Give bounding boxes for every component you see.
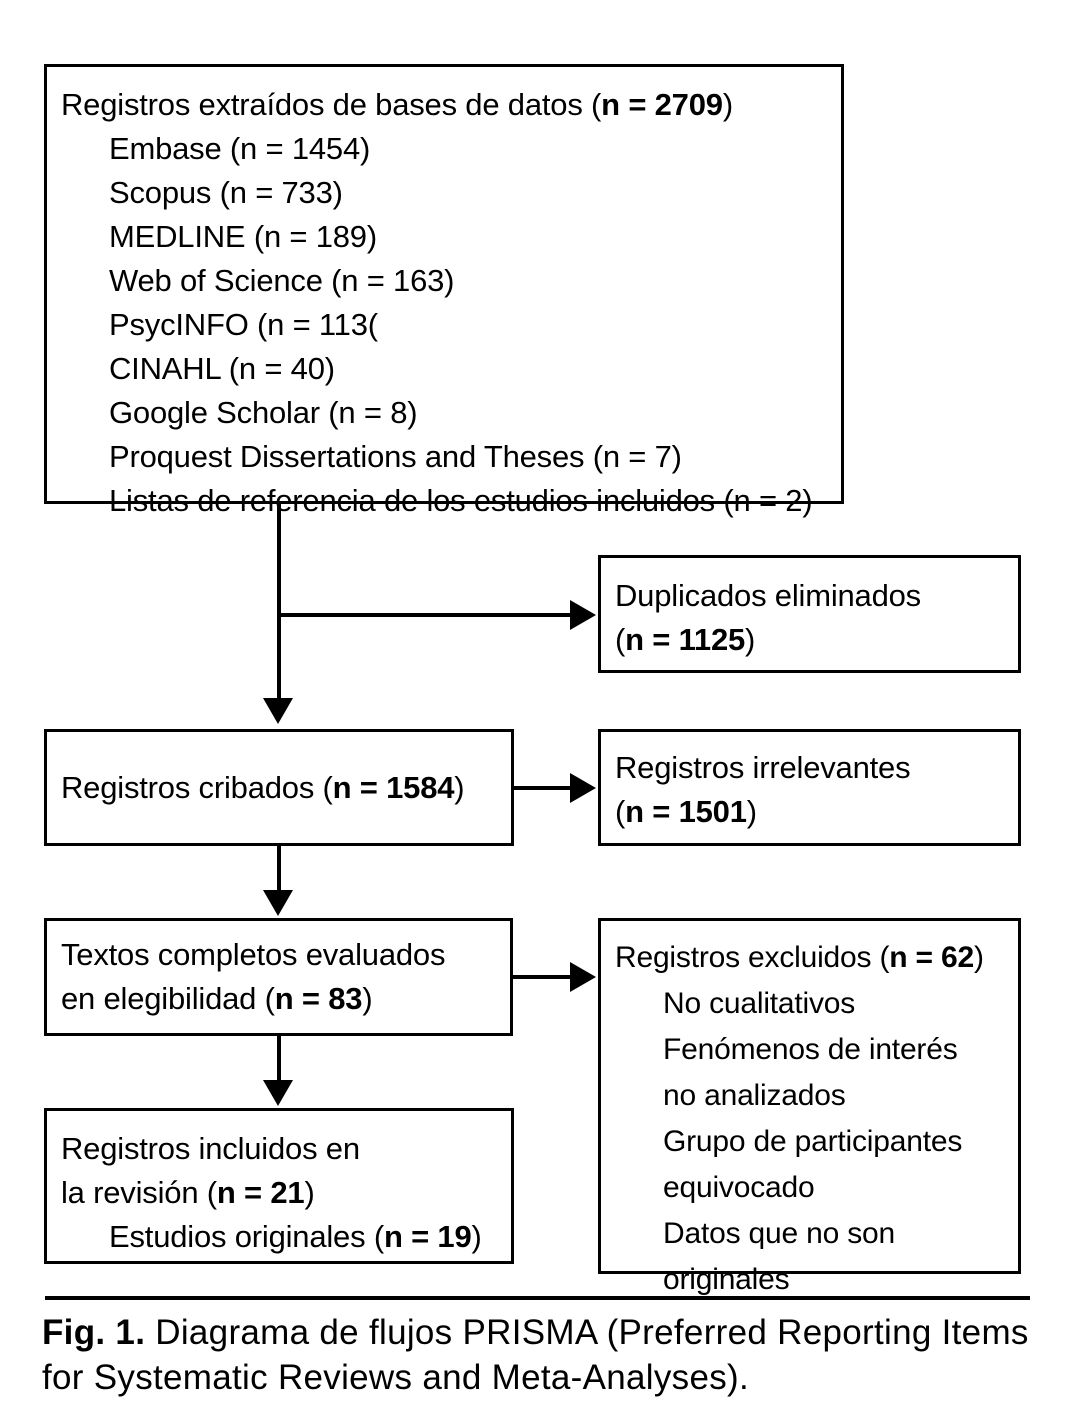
fulltext-count: en elegibilidad (n = 83) (61, 977, 496, 1021)
irrelevant-count: (n = 1501) (615, 790, 1004, 834)
caption-divider (45, 1296, 1030, 1300)
source-item: MEDLINE (n = 189) (109, 219, 377, 254)
box-studies-included: Registros incluidos en la revisión (n = … (44, 1108, 514, 1264)
included-count-open: la revisión ( (61, 1175, 217, 1210)
box-duplicates-removed-content: Duplicados eliminados (n = 1125) (601, 574, 1018, 662)
connector-fulltext-to-excluded-arrow (570, 962, 596, 992)
excluded-reason: originales (663, 1263, 790, 1296)
included-count: la revisión (n = 21) (61, 1171, 497, 1215)
box-records-identified-content: Registros extraídos de bases de datos (n… (47, 83, 841, 523)
included-original-studies-close: ) (471, 1219, 482, 1254)
excluded-reason: no analizados (663, 1079, 846, 1112)
connector-screened-to-irrelevant-arrow (570, 773, 596, 803)
source-item: CINAHL (n = 40) (109, 351, 335, 386)
excluded-reason: equivocado (663, 1171, 815, 1204)
connector-sources-to-screened-line (277, 504, 281, 700)
box-records-screened: Registros cribados (n = 1584) (44, 729, 514, 846)
excluded-reason: No cualitativos (663, 987, 856, 1020)
duplicates-count-close: ) (745, 622, 756, 657)
connector-screened-to-fulltext-line (277, 846, 281, 892)
records-identified-title-count: n = 2709 (601, 87, 723, 122)
duplicates-count-value: n = 1125 (625, 622, 746, 657)
box-irrelevant-records: Registros irrelevantes (n = 1501) (598, 729, 1021, 846)
figure-caption: Fig. 1. Diagrama de flujos PRISMA (Prefe… (42, 1310, 1042, 1400)
irrelevant-label: Registros irrelevantes (615, 750, 911, 785)
connector-fulltext-to-included-arrow (263, 1080, 293, 1106)
connector-screened-to-fulltext-arrow (263, 890, 293, 916)
source-item: Scopus (n = 733) (109, 175, 343, 210)
box-studies-included-content: Registros incluidos en la revisión (n = … (47, 1127, 511, 1259)
connector-fulltext-to-excluded-line (513, 975, 572, 979)
fulltext-count-close: ) (362, 981, 373, 1016)
source-item: PsycINFO (n = 113( (109, 307, 378, 342)
source-item: Proquest Dissertations and Theses (n = 7… (109, 439, 682, 474)
duplicates-count-open: ( (615, 622, 626, 657)
box-excluded-records-content: Registros excluidos (n = 62) No cualitat… (601, 935, 1018, 1303)
records-identified-title-text: Registros extraídos de bases de datos ( (61, 87, 602, 122)
box-excluded-records: Registros excluidos (n = 62) No cualitat… (598, 918, 1021, 1296)
connector-fulltext-to-included-line (277, 1036, 281, 1082)
source-item: Embase (n = 1454) (109, 131, 371, 166)
records-screened-label: Registros cribados ( (61, 770, 333, 805)
duplicates-label: Duplicados eliminados (615, 578, 921, 613)
included-count-close: ) (304, 1175, 315, 1210)
excluded-title-count: n = 62 (889, 941, 974, 974)
records-screened-count: n = 1584 (332, 770, 455, 805)
figure-caption-description: Diagrama de flujos PRISMA (Preferred Rep… (42, 1313, 1029, 1397)
excluded-reason: Datos que no son (663, 1217, 895, 1250)
box-irrelevant-records-content: Registros irrelevantes (n = 1501) (601, 746, 1018, 834)
connector-screened-to-irrelevant-line (514, 786, 572, 790)
records-identified-title: Registros extraídos de bases de datos (n… (61, 83, 827, 127)
box-fulltext-eligibility-content: Textos completos evaluados en elegibilid… (47, 933, 510, 1021)
figure-caption-label: Fig. 1. (42, 1313, 146, 1352)
excluded-title: Registros excluidos (n = 62) (615, 935, 1004, 981)
records-screened-tail: ) (454, 770, 465, 805)
excluded-title-open: Registros excluidos ( (615, 941, 890, 974)
irrelevant-count-value: n = 1501 (625, 794, 747, 829)
records-screened-text: Registros cribados (n = 1584) (61, 766, 497, 810)
source-item: Listas de referencia de los estudios inc… (109, 483, 813, 518)
box-duplicates-removed: Duplicados eliminados (n = 1125) (598, 555, 1021, 673)
figure-caption-body (145, 1313, 155, 1352)
excluded-reason: Fenómenos de interés (663, 1033, 958, 1066)
irrelevant-count-close: ) (746, 794, 757, 829)
fulltext-label: Textos completos evaluados (61, 937, 446, 972)
source-item: Web of Science (n = 163) (109, 263, 455, 298)
connector-sources-to-screened-arrow (263, 698, 293, 724)
irrelevant-count-open: ( (615, 794, 626, 829)
box-fulltext-eligibility: Textos completos evaluados en elegibilid… (44, 918, 513, 1036)
box-records-screened-content: Registros cribados (n = 1584) (47, 766, 511, 810)
included-original-studies-value: n = 19 (383, 1219, 472, 1254)
figure-caption-text: Fig. 1. Diagrama de flujos PRISMA (Prefe… (42, 1310, 1042, 1400)
connector-sources-to-duplicates-arrow (570, 600, 596, 630)
connector-sources-to-duplicates-line (277, 613, 572, 617)
fulltext-count-open: en elegibilidad ( (61, 981, 275, 1016)
source-item: Google Scholar (n = 8) (109, 395, 418, 430)
excluded-title-close: ) (973, 941, 984, 974)
excluded-reason: Grupo de participantes (663, 1125, 963, 1158)
fulltext-count-value: n = 83 (274, 981, 363, 1016)
included-original-studies: Estudios originales (n = 19) (61, 1215, 497, 1259)
included-label: Registros incluidos en (61, 1131, 360, 1166)
included-original-studies-open: Estudios originales ( (109, 1219, 384, 1254)
box-records-identified: Registros extraídos de bases de datos (n… (44, 64, 844, 518)
duplicates-count: (n = 1125) (615, 618, 1004, 662)
records-identified-title-tail: ) (722, 87, 733, 122)
included-count-value: n = 21 (216, 1175, 305, 1210)
